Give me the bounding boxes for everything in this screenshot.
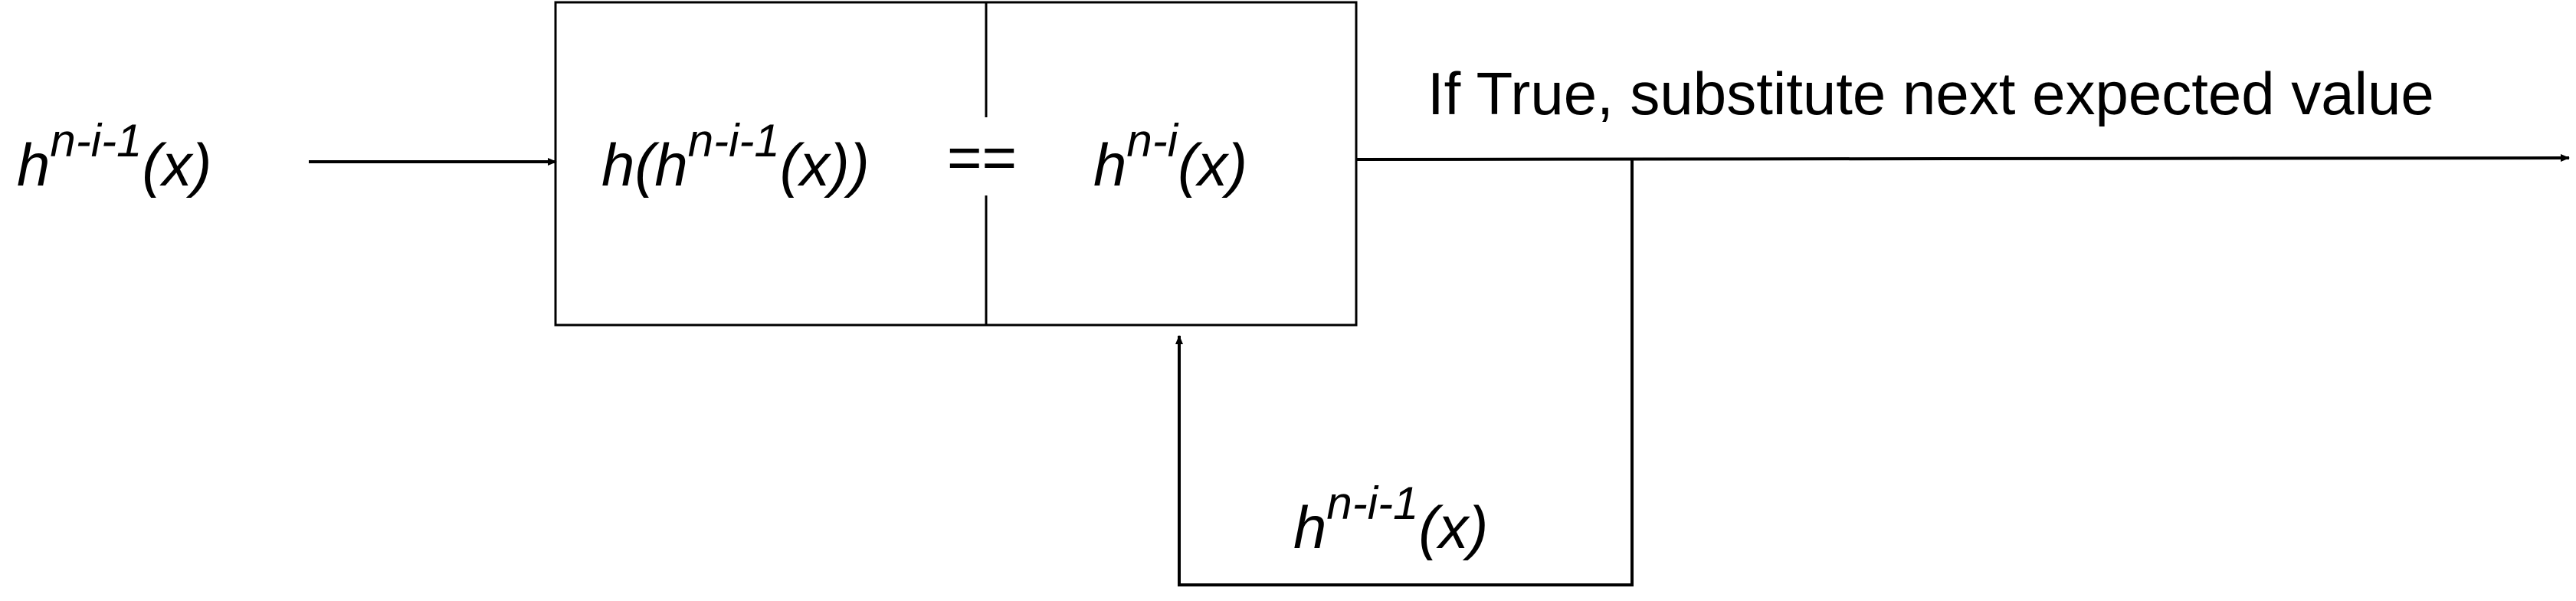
comparison-operator: == (947, 123, 1017, 191)
comparison-right-label: hn-i(x) (1093, 115, 1247, 199)
output-label: If True, substitute next expected value (1427, 60, 2434, 127)
feedback-path (1175, 159, 1634, 586)
input-label-arg: (x) (142, 131, 211, 199)
feedback-label-arg: (x) (1418, 494, 1488, 561)
comparison-left-arg: (x)) (780, 131, 870, 199)
feedback-label-base: h (1293, 494, 1326, 561)
comparison-left-label: h(hn-i-1(x)) (601, 115, 870, 199)
comparison-left-sup: n-i-1 (688, 115, 780, 166)
input-label-base: h (17, 131, 50, 199)
input-label: hn-i-1(x) (17, 115, 211, 199)
comparison-box (554, 1, 1358, 327)
output-arrow (1355, 154, 2570, 163)
comparison-left-prefix: h(h (601, 131, 688, 199)
feedback-label: hn-i-1(x) (1293, 478, 1488, 561)
feedback-label-sup: n-i-1 (1326, 478, 1418, 529)
comparison-right-arg: (x) (1178, 131, 1247, 199)
comparison-right-base: h (1093, 131, 1126, 199)
comparison-right-sup: n-i (1126, 115, 1178, 166)
input-label-sup: n-i-1 (50, 115, 142, 166)
